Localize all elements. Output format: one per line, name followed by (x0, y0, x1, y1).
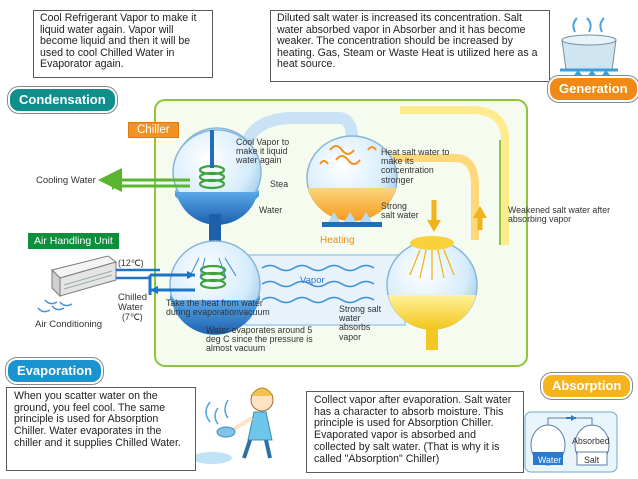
vapor-label: Vapor (300, 275, 325, 286)
air-conditioning-label: Air Conditioning (35, 319, 103, 330)
vapor-pipe-top (239, 112, 358, 152)
generation-callout: Diluted salt water is increased its conc… (270, 10, 550, 82)
chilled-water-label: Chilled Water (118, 292, 148, 313)
weakened-salt-water-label: Weakened salt water after absorbing vapo… (508, 205, 611, 225)
evaporation-callout: When you scatter water on the ground, yo… (6, 387, 196, 471)
evaporation-badge: Evaporation (6, 358, 104, 384)
evaporator-vessel (169, 240, 261, 335)
strong-salt-absorbs-label: Strong salt water absorbs vapor (339, 304, 382, 342)
cooling-water-arrows (98, 168, 190, 192)
water-label: Water (259, 205, 283, 215)
mini-water-label: Water (538, 455, 562, 465)
condensation-badge: Condensation (8, 87, 117, 113)
cooling-water-label: Cooling Water (36, 175, 96, 186)
generator-vessel (306, 135, 398, 227)
heating-label: Heating (320, 235, 355, 246)
condensation-text: Cool Refrigerant Vapor to make it liquid… (40, 12, 197, 71)
vapor-waves (261, 264, 375, 304)
cool-vapor-label: Cool Vapor to make it liquid water again (236, 137, 290, 166)
weak-salt-pipe (385, 154, 479, 240)
absorption-text: Collect vapor after evaporation. Salt wa… (314, 394, 512, 465)
air-handling-unit-tag: Air Handling Unit (28, 233, 119, 249)
take-heat-label: Take the heat from water during evaporat… (166, 298, 270, 318)
child-watering-illustration (192, 387, 274, 464)
generation-badge: Generation (548, 76, 638, 102)
absorption-badge: Absorption (541, 373, 633, 399)
air-conditioning-flow (37, 299, 73, 313)
generation-text: Diluted salt water is increased its conc… (277, 12, 538, 71)
water-evaporates-label: Water evaporates around 5 deg C since th… (206, 325, 313, 354)
strong-salt-water-label: Strong salt water (381, 201, 419, 221)
mini-absorption-illustration (524, 411, 618, 473)
absorption-callout: Collect vapor after evaporation. Salt wa… (306, 391, 524, 473)
temp-12-label: (12℃) (118, 258, 144, 268)
condenser-vessel (172, 127, 262, 225)
temp-7-label: (7℃) (122, 312, 143, 322)
mini-salt-label: Salt (584, 455, 600, 465)
steam-label: Stea (270, 179, 289, 189)
condensation-callout: Cool Refrigerant Vapor to make it liquid… (33, 10, 213, 78)
return-salt-pipe (400, 106, 509, 245)
absorber-vessel (386, 236, 478, 350)
evaporation-text: When you scatter water on the ground, yo… (14, 390, 181, 449)
air-handling-unit (51, 255, 160, 298)
mini-absorbed-label: Absorbed (572, 436, 610, 446)
heat-salt-water-label: Heat salt water to make its concentratio… (381, 147, 450, 185)
chiller-tag: Chiller (128, 122, 179, 138)
boiling-pot-icon (560, 17, 618, 78)
